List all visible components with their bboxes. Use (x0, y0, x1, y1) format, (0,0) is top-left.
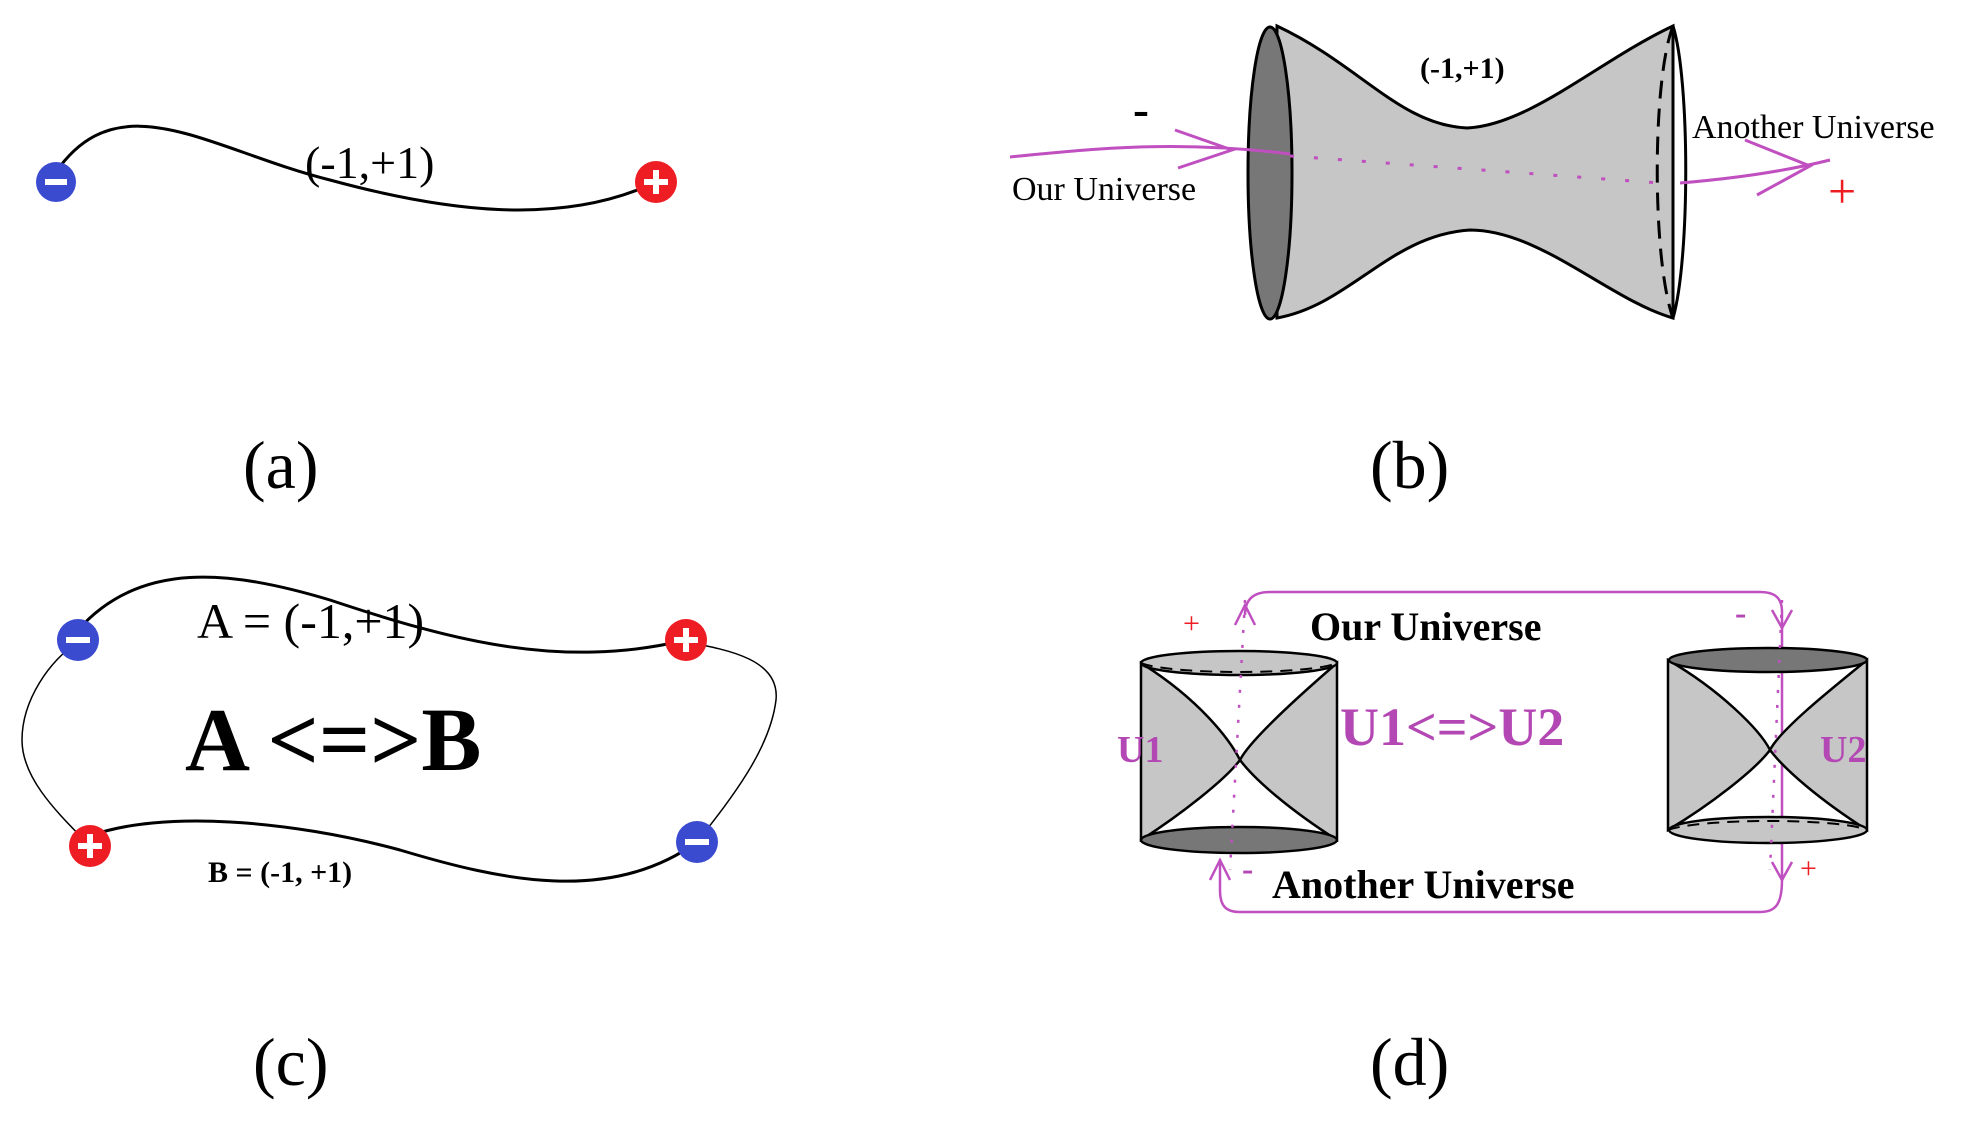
loop-arrowhead-up-left-bottom (1208, 857, 1232, 881)
outgoing-arrow (1679, 158, 1831, 185)
charge-pair-label: (-1,+1) (305, 137, 434, 188)
center-equivalence-label: U1<=>U2 (1340, 697, 1564, 757)
incoming-arrowhead (1174, 128, 1237, 170)
wormhole-left-mouth (1246, 25, 1294, 321)
negative-charge-icon (36, 162, 76, 202)
string-curve (54, 124, 657, 212)
wormhole-right-rim (1671, 25, 1688, 319)
top-right-sign: - (1735, 595, 1746, 632)
our-universe-label: Our Universe (1310, 604, 1541, 649)
loop-arrowhead-down-right (1770, 609, 1794, 631)
top-left-sign: + (1183, 607, 1200, 640)
wormhole-u2 (1666, 599, 1869, 871)
positive-charge-icon (69, 825, 111, 867)
panel-c: A = (-1,+1) A <=>B B = (-1, +1) (c) (21, 575, 777, 1100)
plus-sign: + (1828, 163, 1856, 219)
label-a: A = (-1,+1) (197, 593, 424, 649)
caption-a: (a) (243, 427, 318, 503)
bottom-left-sign: - (1242, 851, 1253, 888)
our-universe-label: Our Universe (1012, 171, 1196, 208)
wormhole-right-rim-dashed (1655, 25, 1675, 319)
left-connector (21, 641, 91, 847)
incoming-arrow (1009, 144, 1291, 159)
panel-b: (-1,+1) - Our Universe Another Universe … (1009, 23, 1935, 503)
another-universe-label: Another Universe (1692, 109, 1935, 146)
loop-arrowhead-up-left (1233, 602, 1257, 626)
string-b (89, 819, 698, 883)
label-equivalence: A <=>B (185, 691, 481, 790)
positive-charge-icon (665, 619, 707, 661)
negative-charge-icon (676, 821, 718, 863)
minus-sign: - (1133, 83, 1149, 136)
u2-label: U2 (1820, 729, 1866, 771)
bottom-right-sign: + (1800, 852, 1817, 885)
label-b: B = (-1, +1) (208, 856, 352, 889)
another-universe-label: Another Universe (1272, 862, 1575, 907)
caption-d: (d) (1370, 1024, 1449, 1100)
outgoing-arrowhead (1744, 138, 1814, 197)
panel-d: Our Universe Another Universe U1<=>U2 U1… (1117, 590, 1869, 1100)
wormhole-charge-label: (-1,+1) (1420, 52, 1505, 85)
loop-arrowhead-down-right-bottom (1770, 861, 1794, 883)
positive-charge-icon (635, 161, 677, 203)
panel-a: (-1,+1) (a) (36, 124, 677, 503)
string-a (76, 575, 687, 654)
right-connector (685, 641, 777, 843)
wormhole-u1 (1139, 599, 1339, 871)
negative-charge-icon (57, 619, 99, 661)
caption-b: (b) (1370, 427, 1449, 503)
caption-c: (c) (253, 1024, 328, 1100)
u1-label: U1 (1117, 729, 1163, 771)
